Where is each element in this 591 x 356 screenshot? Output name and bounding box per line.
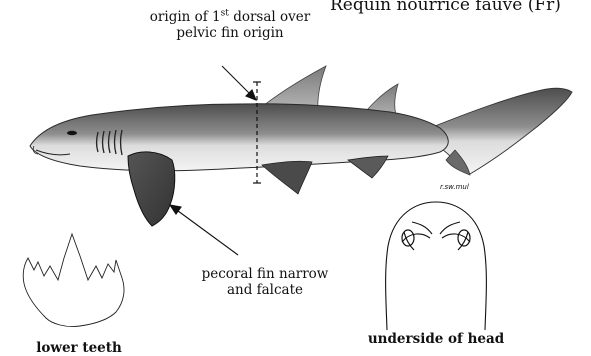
artist-signature: r.sw.mul (440, 183, 469, 191)
head-underside-drawing (386, 202, 487, 330)
shark-eye (67, 131, 77, 135)
pectoral-fin-label: pecoral fin narrow and falcate (185, 266, 345, 298)
pectoral-fin (128, 152, 175, 226)
nostril-barbels (402, 230, 470, 250)
pelvic-fin (262, 161, 312, 194)
head-underside-caption: underside of head (366, 331, 506, 347)
pectoral-fin-arrow (170, 205, 238, 255)
dorsal-origin-arrow (222, 66, 256, 100)
lower-tooth-drawing (23, 234, 124, 327)
pectoral-fin-label-line2: and falcate (185, 282, 345, 298)
pectoral-fin-label-line1: pecoral fin narrow (185, 266, 345, 282)
lower-teeth-caption: lower teeth (14, 340, 144, 356)
anal-fin (348, 156, 388, 178)
